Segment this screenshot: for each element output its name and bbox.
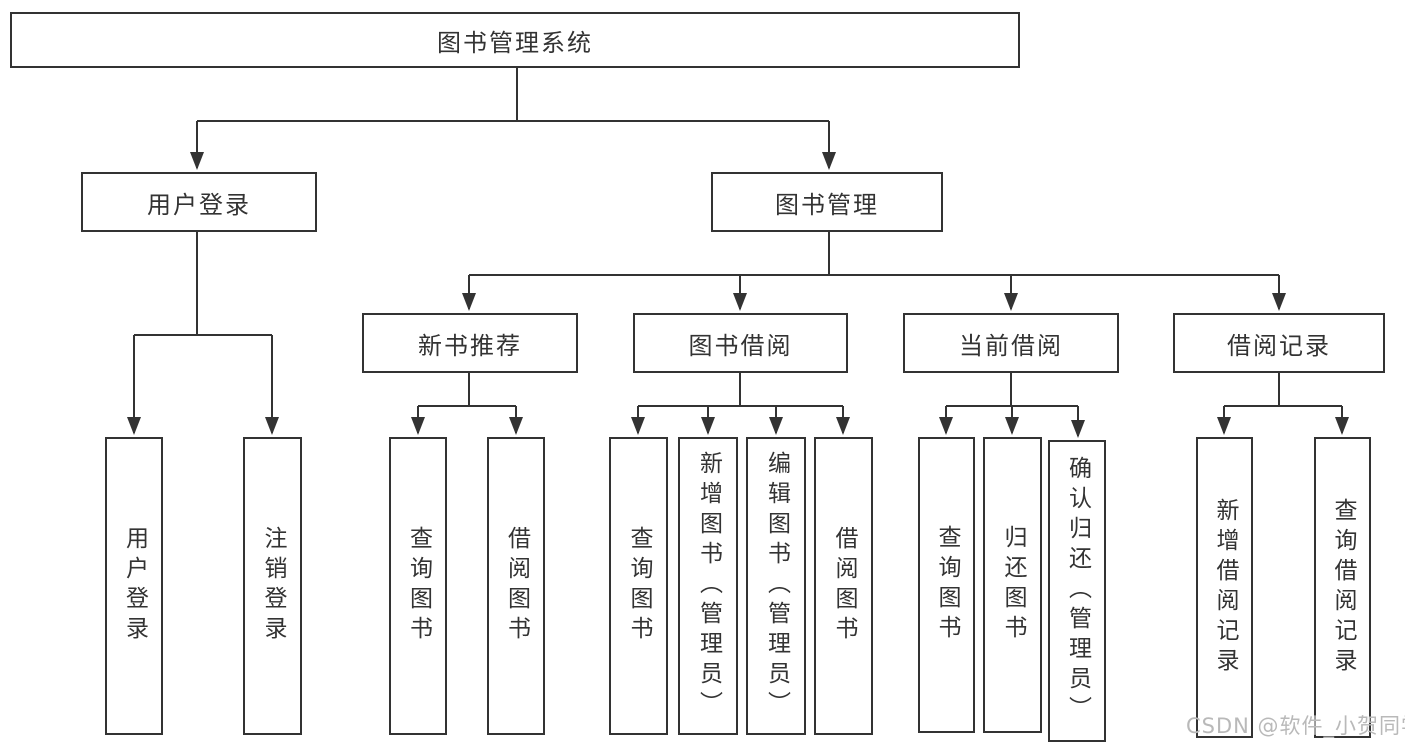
node-label: 用户登录 xyxy=(121,526,148,646)
node-label: 借阅图书 xyxy=(831,526,857,646)
leaf-confirm-return-admin: 确认归还（管理员） xyxy=(1048,440,1106,742)
node-label: 借阅图书 xyxy=(503,526,530,646)
node-label: 用户登录 xyxy=(147,190,251,219)
node-user-login: 用户登录 xyxy=(81,172,317,232)
node-label: 图书管理 xyxy=(775,190,879,219)
leaf-add-borrow-record: 新增借阅记录 xyxy=(1196,437,1253,738)
node-label: 新书推荐 xyxy=(418,331,522,360)
node-label: 查询图书 xyxy=(626,526,652,646)
node-borrow-records: 借阅记录 xyxy=(1173,313,1385,373)
node-label: 查询图书 xyxy=(405,526,432,646)
node-label: 新增借阅记录 xyxy=(1212,497,1238,678)
leaf-query-books-1: 查询图书 xyxy=(389,437,447,735)
leaf-add-books-admin: 新增图书（管理员） xyxy=(678,437,738,735)
leaf-query-books-3: 查询图书 xyxy=(918,437,975,733)
node-label: 图书管理系统 xyxy=(437,28,593,57)
node-label: 查询借阅记录 xyxy=(1330,497,1356,678)
leaf-borrow-books-2: 借阅图书 xyxy=(814,437,873,735)
leaf-edit-books-admin: 编辑图书（管理员） xyxy=(746,437,806,735)
csdn-watermark: CSDN @软件_小贺同学 xyxy=(1186,714,1405,738)
node-label: 编辑图书（管理员） xyxy=(763,451,790,721)
node-label: 新增图书（管理员） xyxy=(695,451,722,721)
node-current-borrowing: 当前借阅 xyxy=(903,313,1119,373)
node-label: 查询图书 xyxy=(934,525,960,645)
leaf-user-login: 用户登录 xyxy=(105,437,163,735)
leaf-borrow-books-1: 借阅图书 xyxy=(487,437,545,735)
node-book-management: 图书管理 xyxy=(711,172,943,232)
node-label: 确认归还（管理员） xyxy=(1064,456,1091,726)
node-new-book-recommend: 新书推荐 xyxy=(362,313,578,373)
leaf-return-books: 归还图书 xyxy=(983,437,1042,733)
node-label: 归还图书 xyxy=(1000,525,1026,645)
leaf-query-borrow-record: 查询借阅记录 xyxy=(1314,437,1371,738)
node-label: 借阅记录 xyxy=(1227,331,1331,360)
leaf-logout: 注销登录 xyxy=(243,437,302,735)
node-label: 图书借阅 xyxy=(688,331,793,360)
node-library-system: 图书管理系统 xyxy=(10,12,1020,68)
node-label: 注销登录 xyxy=(260,526,286,646)
node-label: 当前借阅 xyxy=(959,331,1063,360)
node-book-borrowing: 图书借阅 xyxy=(633,313,848,373)
leaf-query-books-2: 查询图书 xyxy=(609,437,668,735)
